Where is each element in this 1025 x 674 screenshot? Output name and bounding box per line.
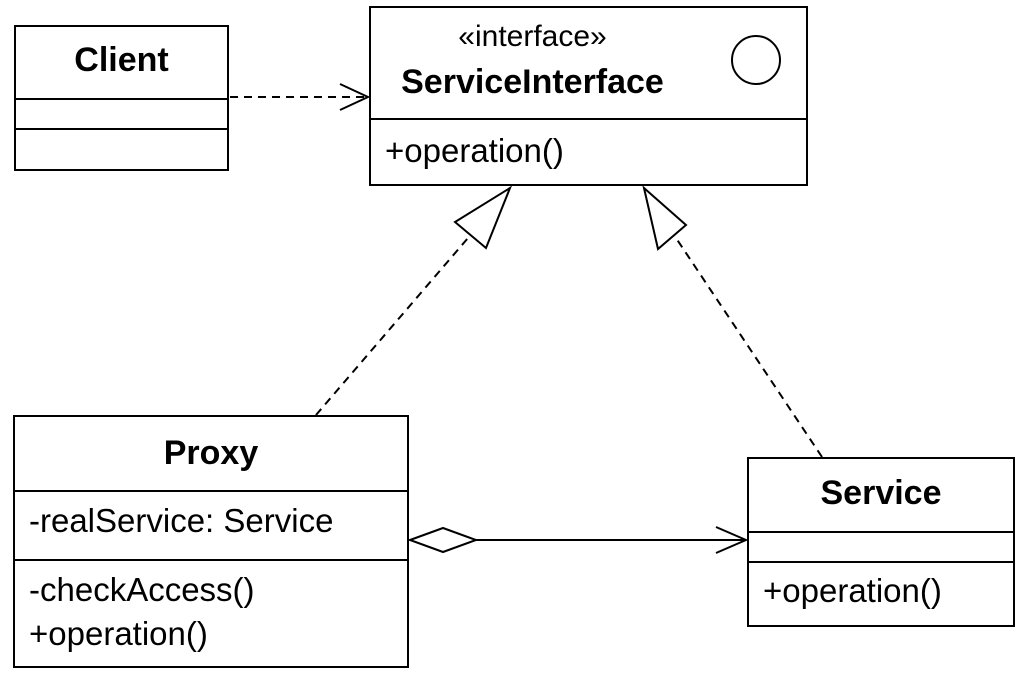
service-interface-divider — [371, 118, 806, 120]
service-divider-2 — [749, 561, 1013, 563]
client-dependency-arrow — [230, 83, 371, 111]
interface-stereotype: «interface» — [458, 20, 607, 53]
proxy-method-operation: +operation() — [29, 615, 208, 652]
service-class: Service +operation() — [747, 457, 1015, 627]
service-interface-class-name: ServiceInterface — [401, 63, 664, 101]
proxy-realization-arrow — [315, 185, 513, 416]
interface-circle-icon — [731, 35, 781, 85]
aggregation-arrow — [407, 526, 749, 554]
service-realization-arrow — [642, 185, 823, 458]
proxy-class-name: Proxy — [163, 434, 259, 472]
service-class-name: Service — [820, 474, 942, 512]
proxy-divider-1 — [15, 490, 407, 492]
service-interface-method: +operation() — [385, 132, 564, 169]
service-method: +operation() — [763, 572, 942, 609]
client-divider-2 — [16, 128, 227, 130]
client-divider-1 — [16, 98, 227, 100]
proxy-attribute: -realService: Service — [29, 502, 334, 539]
client-class-name: Client — [74, 41, 169, 79]
proxy-class: Proxy -realService: Service -checkAccess… — [13, 415, 409, 668]
client-class: Client — [14, 25, 229, 171]
service-interface-class: «interface» ServiceInterface +operation(… — [369, 6, 808, 186]
proxy-divider-2 — [15, 559, 407, 561]
service-divider-1 — [749, 531, 1013, 533]
proxy-method-check-access: -checkAccess() — [29, 571, 255, 608]
